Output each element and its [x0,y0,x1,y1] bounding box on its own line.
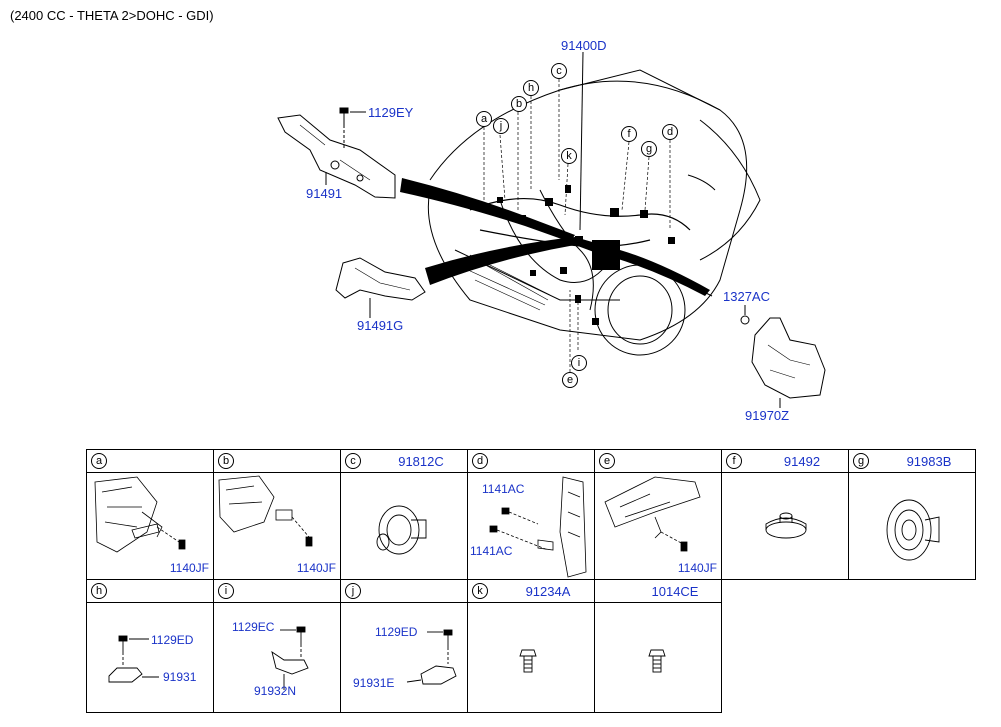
part-91970Z: 91970Z [745,408,790,423]
part-label: 1129EC [232,620,275,634]
cell-1014CE: 1014CE [594,579,722,713]
part-label: 91492 [783,454,821,469]
cell-letter: c [345,453,361,469]
callout-g: g [641,141,657,157]
cell-k: k 91234A [467,579,595,713]
part-label: 1129ED [151,633,194,647]
grommet-illustration [765,512,807,539]
part-label: 91931E [353,676,395,690]
cell-j: j 1129ED 91931E [340,579,468,713]
part-label: 1141AC [470,544,513,558]
clip-illustration [271,626,309,690]
bolt-illustration [648,649,666,673]
cell-letter: k [472,583,488,599]
cell-letter: h [91,583,107,599]
part-label: 1014CE [651,584,699,599]
cell-c: c 91812C [340,449,468,580]
cell-a: a 1140JF [86,449,214,580]
cell-letter: d [472,453,488,469]
part-label: 1140JF [677,561,717,575]
part-91491: 91491 [306,186,343,201]
callout-b: b [511,96,527,112]
cell-h: h 1129ED 91931 [86,579,214,713]
cell-f: f 91492 [721,449,849,580]
cell-g: g 91983B [848,449,976,580]
part-label: 91931 [163,670,197,684]
part-label: 1140JF [169,561,209,575]
bracket-illustration [489,476,587,578]
part-label: 1141AC [482,482,525,496]
cell-letter: e [599,453,615,469]
diagram-title: (2400 CC - THETA 2>DOHC - GDI) [10,8,214,23]
grommet-illustration [886,499,940,561]
callout-d: d [662,124,678,140]
callout-a: a [476,111,492,127]
callout-j: j [493,118,509,134]
cell-letter: i [218,583,234,599]
cell-letter: j [345,583,361,599]
part-label: 91234A [525,584,571,599]
part-1129EY: 1129EY [368,105,414,120]
cell-letter: g [853,453,869,469]
part-91400D: 91400D [561,38,607,53]
cell-letter [599,583,613,597]
cell-letter: a [91,453,107,469]
main-illustration [277,51,826,408]
cell-i: i 1129EC 91932N [213,579,341,713]
part-label: 91932N [254,684,297,698]
callout-f: f [621,126,637,142]
part-1327AC: 1327AC [723,289,770,304]
part-label: 91812C [398,454,444,469]
part-label: 1129ED [375,625,418,639]
cell-b: b 1140JF [213,449,341,580]
part-label: 1140JF [296,561,336,575]
cell-e: e 1140JF [594,449,722,580]
cell-d: d 1141AC 1141AC [467,449,595,580]
callout-k: k [561,148,577,164]
bolt-illustration [519,649,537,673]
clip-illustration [406,629,457,685]
grommet-illustration [376,505,427,555]
callout-c: c [551,63,567,79]
callout-i: i [571,355,587,371]
part-label: 91983B [906,454,952,469]
bracket-illustration [94,476,186,553]
cell-letter: f [726,453,742,469]
bracket-illustration [218,475,313,547]
callout-h: h [523,80,539,96]
callout-e: e [562,372,578,388]
part-91491G: 91491G [357,318,404,333]
clip-illustration [108,635,159,683]
bracket-illustration [604,476,701,552]
cell-letter: b [218,453,234,469]
